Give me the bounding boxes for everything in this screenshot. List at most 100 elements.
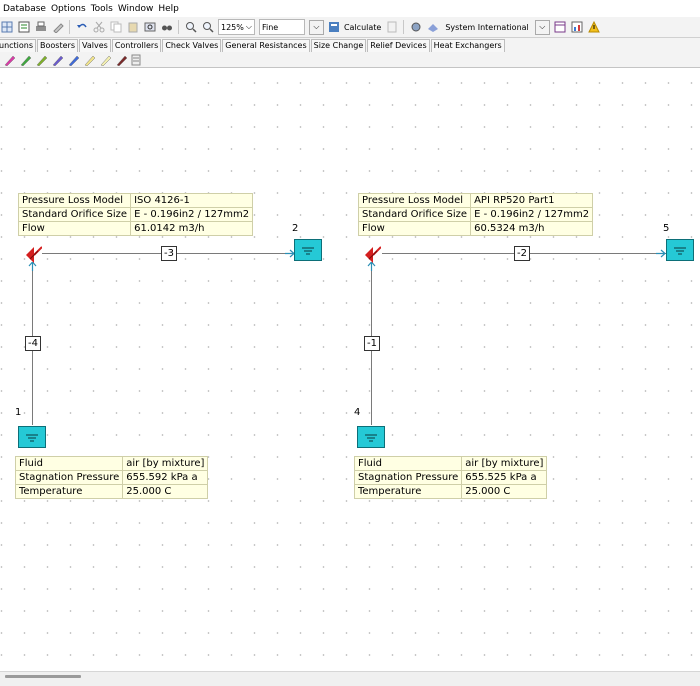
- report-icon[interactable]: [385, 21, 398, 34]
- zoom-select[interactable]: 125%⌵: [218, 19, 255, 35]
- paste-icon[interactable]: [126, 21, 139, 34]
- pipe-label[interactable]: -3: [161, 246, 177, 261]
- toolbar-separator: [69, 20, 70, 34]
- calculate-button[interactable]: Calculate: [328, 21, 381, 34]
- menu-window[interactable]: Window: [117, 3, 154, 14]
- chart-icon[interactable]: [571, 21, 584, 34]
- tank-icon[interactable]: [18, 426, 46, 448]
- tank-icon[interactable]: [666, 239, 694, 261]
- warning-icon[interactable]: [588, 21, 601, 34]
- toolbar-separator: [178, 20, 179, 34]
- info-key: Stagnation Pressure: [14, 470, 124, 485]
- arrow-up-icon: [367, 262, 376, 271]
- pipe-color-pencil-icon[interactable]: [51, 54, 64, 66]
- relief-valve-icon[interactable]: [363, 245, 381, 263]
- info-key: Standard Orifice Size: [17, 207, 132, 222]
- menu-bar: Database Options Tools Window Help: [0, 0, 700, 17]
- node-number: 2: [292, 223, 299, 234]
- binoculars-icon[interactable]: [160, 21, 173, 34]
- pipe-list-icon[interactable]: [131, 54, 141, 66]
- settings-icon[interactable]: [409, 21, 422, 34]
- find-icon[interactable]: [143, 21, 156, 34]
- pipe-color-pencil-icon[interactable]: [19, 54, 32, 66]
- zoom-out-icon[interactable]: [201, 21, 214, 34]
- pipe-palette: [0, 52, 700, 68]
- info-value: E - 0.196in2 / 127mm2: [130, 207, 254, 222]
- node-number: 5: [663, 223, 670, 234]
- tank-icon[interactable]: [294, 239, 322, 261]
- pipe-label[interactable]: -1: [364, 336, 380, 351]
- pipe-color-pencil-icon[interactable]: [67, 54, 80, 66]
- pipe-label[interactable]: -2: [514, 246, 530, 261]
- main-toolbar: 125%⌵ Fine ⌵ Calculate System Internatio…: [0, 17, 700, 38]
- menu-help[interactable]: Help: [158, 3, 179, 14]
- node-number: 4: [354, 407, 361, 418]
- info-key: Standard Orifice Size: [357, 207, 472, 222]
- edit-icon[interactable]: [51, 21, 64, 34]
- pipe-color-pencil-icon[interactable]: [115, 54, 128, 66]
- info-key: Fluid: [14, 456, 124, 471]
- print-icon[interactable]: [34, 21, 47, 34]
- info-value: air [by mixture]: [461, 456, 548, 471]
- info-key: Temperature: [353, 484, 463, 499]
- info-key: Temperature: [14, 484, 124, 499]
- tab-check-valves[interactable]: Check Valves: [162, 39, 222, 52]
- tab-size-change[interactable]: Size Change: [310, 39, 367, 52]
- chevron-down-icon[interactable]: ⌵: [534, 19, 550, 35]
- arrow-right-icon: [656, 249, 666, 258]
- info-value: 25.000 C: [461, 484, 548, 499]
- menu-tools[interactable]: Tools: [90, 3, 113, 14]
- pipe-color-pencil-icon[interactable]: [99, 54, 112, 66]
- menu-options[interactable]: Options: [50, 3, 86, 14]
- calculator-icon: [328, 21, 341, 34]
- pipe-label[interactable]: -4: [25, 336, 41, 351]
- node-number: 1: [15, 407, 22, 418]
- units-system-label[interactable]: System International: [445, 22, 529, 32]
- undo-icon[interactable]: [75, 21, 88, 34]
- info-key: Flow: [357, 221, 472, 236]
- tab-junctions[interactable]: unctions: [0, 39, 37, 52]
- tab-valves[interactable]: Valves: [79, 39, 111, 52]
- info-key: Flow: [17, 221, 132, 236]
- info-value: ISO 4126-1: [130, 193, 254, 208]
- chevron-down-icon[interactable]: ⌵: [308, 19, 324, 35]
- fluid-icon[interactable]: [426, 21, 439, 34]
- model-canvas[interactable]: [0, 68, 700, 671]
- sheet-icon[interactable]: [17, 21, 30, 34]
- tank-icon[interactable]: [357, 426, 385, 448]
- tab-relief-devices[interactable]: Relief Devices: [367, 39, 430, 52]
- pipe-color-pencil-icon[interactable]: [35, 54, 48, 66]
- mesh-select[interactable]: Fine: [258, 19, 305, 35]
- info-key: Pressure Loss Model: [357, 193, 472, 208]
- pipe-color-pencil-icon[interactable]: [83, 54, 96, 66]
- info-value: 60.5324 m3/h: [470, 221, 594, 236]
- copy-icon[interactable]: [109, 21, 122, 34]
- info-value: 25.000 C: [122, 484, 209, 499]
- tab-heat-exchangers[interactable]: Heat Exchangers: [430, 39, 505, 52]
- tab-boosters[interactable]: Boosters: [37, 39, 78, 52]
- pipe-color-pencil-icon[interactable]: [3, 54, 16, 66]
- cut-icon[interactable]: [92, 21, 105, 34]
- info-value: 655.592 kPa a: [122, 470, 209, 485]
- menu-database[interactable]: Database: [3, 3, 46, 14]
- info-value: API RP520 Part1: [470, 193, 594, 208]
- relief-valve-icon[interactable]: [24, 245, 42, 263]
- info-value: air [by mixture]: [122, 456, 209, 471]
- arrow-up-icon: [28, 262, 37, 271]
- tab-controllers[interactable]: Controllers: [111, 39, 162, 52]
- chevron-down-icon: ⌵: [245, 22, 252, 31]
- grid-icon[interactable]: [0, 21, 13, 34]
- toolbar-separator: [403, 20, 405, 34]
- info-value: E - 0.196in2 / 127mm2: [470, 207, 594, 222]
- horizontal-scrollbar-track[interactable]: [0, 671, 700, 686]
- table-icon[interactable]: [554, 21, 567, 34]
- zoom-in-icon[interactable]: [184, 21, 197, 34]
- horizontal-scrollbar-thumb[interactable]: [5, 675, 81, 678]
- tab-general-resistances[interactable]: General Resistances: [222, 39, 310, 52]
- info-value: 655.525 kPa a: [461, 470, 548, 485]
- info-key: Stagnation Pressure: [353, 470, 463, 485]
